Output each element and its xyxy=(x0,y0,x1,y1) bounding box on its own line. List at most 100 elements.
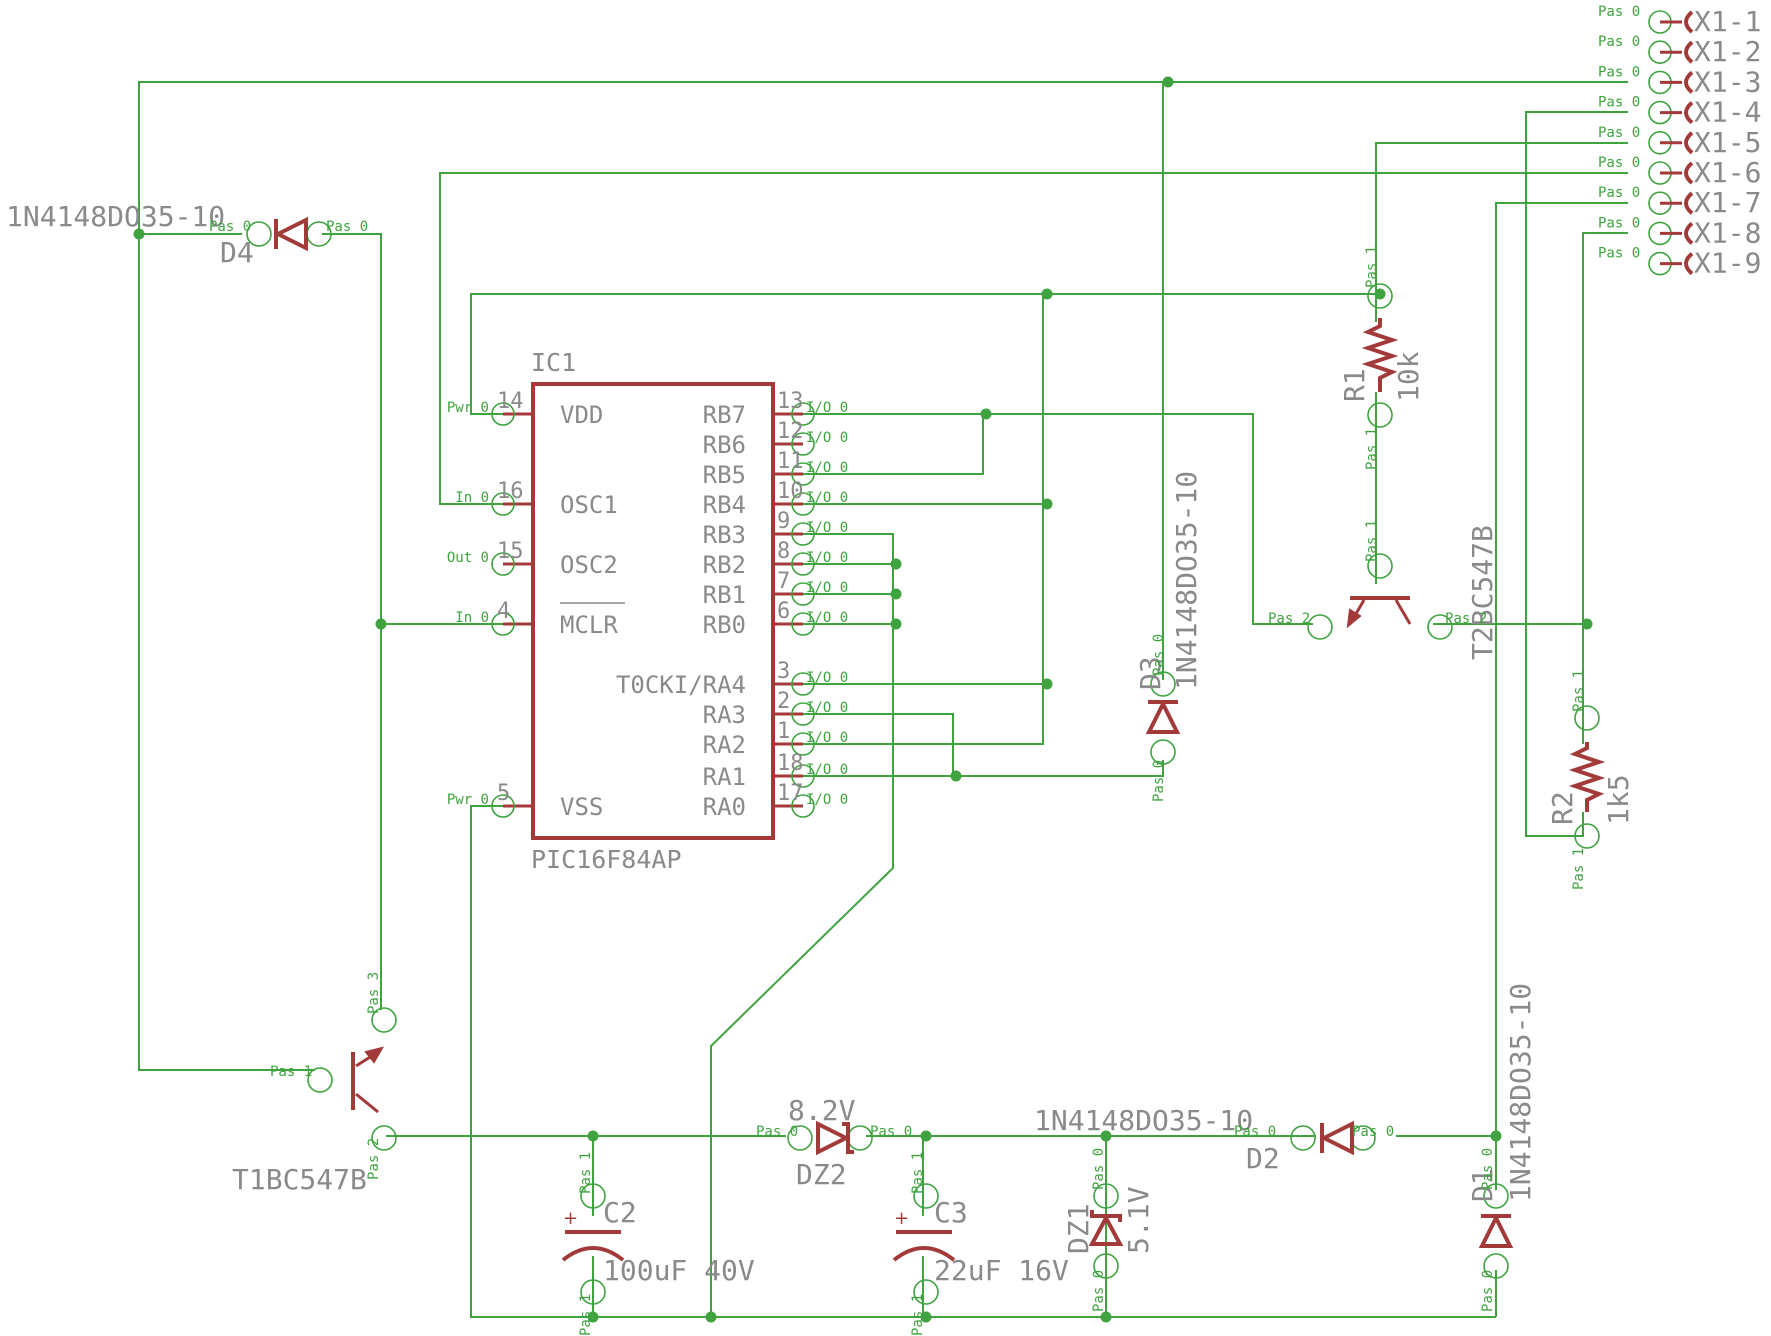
pin-direction: I/O 0 xyxy=(806,550,848,566)
t1-pin-c: Pas 3 xyxy=(366,972,382,1014)
junction xyxy=(890,558,902,570)
pin-number: 8 xyxy=(777,539,790,564)
pin-number: 17 xyxy=(777,781,804,806)
connector-pin-label: X1-1 xyxy=(1694,5,1761,38)
pin-ring xyxy=(1574,823,1600,849)
pin-name: OSC2 xyxy=(560,551,618,579)
pin-name: RB1 xyxy=(703,581,746,609)
d4-ref: D4 xyxy=(220,236,254,269)
pin-direction: I/O 0 xyxy=(806,400,848,416)
pin-direction: Pwr 0 xyxy=(447,792,489,808)
pin-name: RA0 xyxy=(703,793,746,821)
connector-pin-label: X1-5 xyxy=(1694,126,1761,159)
pin-number: 10 xyxy=(777,479,804,504)
wire-vdd-ra xyxy=(803,294,1044,745)
pin-name: RB0 xyxy=(703,611,746,639)
connector-pin-label: X1-6 xyxy=(1694,156,1761,189)
pin-ring xyxy=(1483,1183,1509,1209)
r2-pin-2: Pas 1 xyxy=(1571,848,1587,890)
wire-rb3-down xyxy=(710,533,894,1317)
c2-value: 100uF 40V xyxy=(603,1254,755,1287)
pin-ring xyxy=(913,1279,939,1305)
connector-contact xyxy=(1684,10,1694,34)
ic1-right-pin: 17 RA0 I/O 0 xyxy=(703,781,849,821)
ic1-value: PIC16F84AP xyxy=(531,845,682,874)
connector-pin-dir: Pas 0 xyxy=(1598,64,1640,80)
pin-direction: Pwr 0 xyxy=(447,400,489,416)
pin-ring xyxy=(791,732,815,756)
connector-pin-label: X1-4 xyxy=(1694,96,1761,129)
d2-triangle xyxy=(1319,1120,1354,1156)
pin-name: T0CKI/RA4 xyxy=(616,671,746,699)
pin-ring xyxy=(791,582,815,606)
t2-pin-e: Pas 2 xyxy=(1445,611,1487,627)
pin-number: 7 xyxy=(777,569,790,594)
capacitor-c3: + C3 22uF 16V Pas 1 Pas 1 xyxy=(892,1152,1069,1336)
c2-pin-2: Pas 1 xyxy=(578,1294,594,1336)
pin-ring xyxy=(1307,614,1333,640)
pin-ring xyxy=(1093,1253,1119,1279)
pin-number: 3 xyxy=(777,659,790,684)
d3-part: 1N4148DO35-10 xyxy=(1170,471,1203,690)
junction xyxy=(1100,1311,1112,1323)
transistor-t1: T1BC547B Pas 1 Pas 3 Pas 2 xyxy=(232,972,397,1196)
pin-name: RA2 xyxy=(703,731,746,759)
transistor-t2: T2BC547B Pas 2 Pas 1 Pas 2 xyxy=(1268,520,1499,660)
t2-label: T2BC547B xyxy=(1466,525,1499,660)
pin-ring xyxy=(371,1007,397,1033)
pin-direction: I/O 0 xyxy=(806,580,848,596)
pin-ring xyxy=(847,1125,873,1151)
pin-ring xyxy=(1574,705,1600,731)
dz2-ref: DZ2 xyxy=(796,1158,847,1191)
pin-direction: I/O 0 xyxy=(806,670,848,686)
pin-direction: I/O 0 xyxy=(806,490,848,506)
zener-dz2: 8.2V DZ2 Pas 0 Pas 0 xyxy=(756,1094,912,1191)
wire-ra3-ra1 xyxy=(803,713,954,776)
connector-pin-dir: Pas 0 xyxy=(1598,246,1640,262)
junction xyxy=(1581,618,1593,630)
pin-name: RB5 xyxy=(703,461,746,489)
wire-x1-7-d1 xyxy=(1495,202,1628,1190)
junction xyxy=(705,1311,717,1323)
pin-direction: I/O 0 xyxy=(806,792,848,808)
d1-pin-c: Pas 0 xyxy=(1480,1270,1496,1312)
pin-name: VSS xyxy=(560,793,603,821)
t1-pin-b: Pas 1 xyxy=(270,1064,312,1080)
ic1-right-pin: 7 RB1 I/O 0 xyxy=(703,569,849,609)
dz1-pin-c: Pas 0 xyxy=(1091,1270,1107,1312)
junction xyxy=(1041,498,1053,510)
c3-pin-1: Pas 1 xyxy=(910,1152,926,1194)
junction xyxy=(587,1130,599,1142)
diode-d3: 1N4148DO35-10 D3 Pas 0 Pas 0 xyxy=(1134,471,1203,802)
connector-pin-dir: Pas 0 xyxy=(1598,185,1640,201)
r2-value: 1k5 xyxy=(1602,774,1635,825)
pin-number: 16 xyxy=(497,479,524,504)
c3-value: 22uF 16V xyxy=(934,1254,1069,1287)
c2-plate-bottom xyxy=(561,1246,625,1262)
junction xyxy=(920,1130,932,1142)
pin-ring xyxy=(791,402,815,426)
d1-pin-a: Pas 0 xyxy=(1480,1148,1496,1190)
connector-contact xyxy=(1684,221,1694,245)
connector-pin-label: X1-3 xyxy=(1694,65,1761,98)
r2-pin-1: Pas 1 xyxy=(1571,670,1587,712)
pin-direction: I/O 0 xyxy=(806,730,848,746)
pin-direction: I/O 0 xyxy=(806,700,848,716)
t1-pin-e: Pas 2 xyxy=(366,1138,382,1180)
wire-rb7-t2 xyxy=(803,413,1313,625)
pin-direction: In 0 xyxy=(455,610,489,626)
r2-zigzag xyxy=(1568,742,1606,812)
pin-direction: I/O 0 xyxy=(806,610,848,626)
